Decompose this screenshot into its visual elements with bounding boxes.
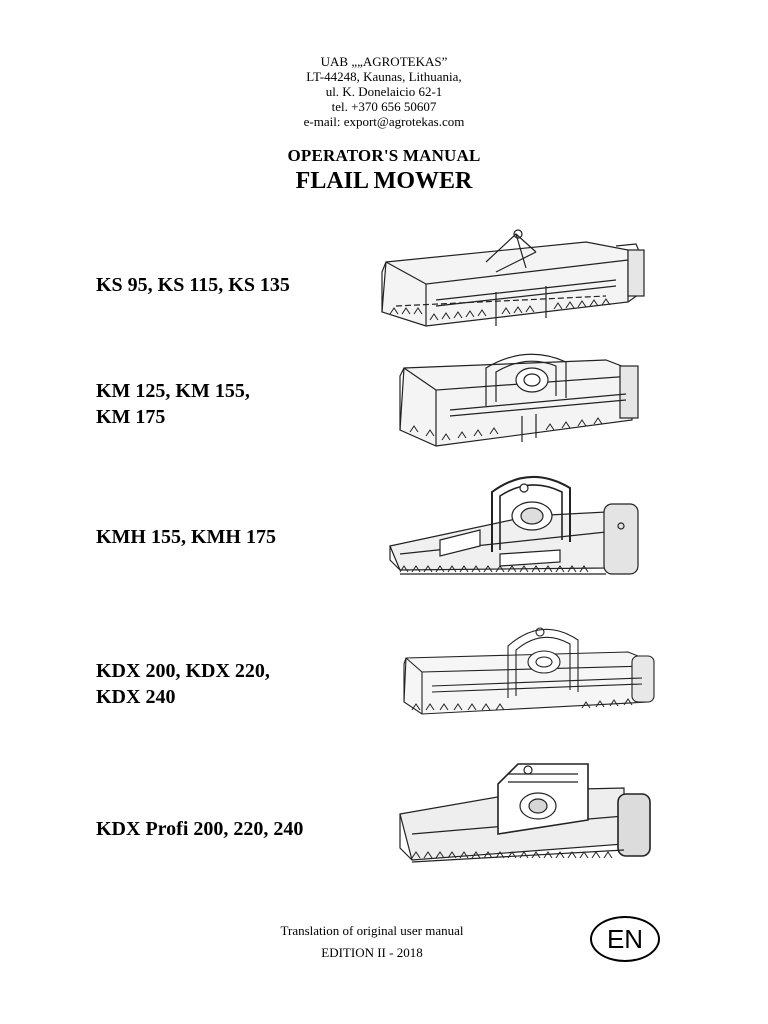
model-kdx-label: KDX 200, KDX 220, KDX 240 [96,658,270,710]
company-street: ul. K. Donelaicio 62-1 [325,84,443,99]
model-line: KM 175 [96,406,166,428]
document-title: FLAIL MOWER [295,168,473,194]
company-email: e-mail: export@agrotekas.com [303,114,465,129]
translation-note: Translation of original user manual [280,923,464,938]
model-line: KDX 200, KDX 220, [96,660,270,682]
company-phone: tel. +370 656 50607 [331,99,437,114]
model-kmh-label: KMH 155, KMH 175 [96,524,276,550]
company-postal: LT-44248, Kaunas, Lithuania, [306,69,462,84]
company-name: UAB „„AGROTEKAS” [320,54,448,69]
company-header: UAB „„AGROTEKAS” LT-44248, Kaunas, Lithu… [0,54,768,129]
model-km-label: KM 125, KM 155, KM 175 [96,378,250,430]
flail-mower-km-illustration [399,353,639,447]
flail-mower-kdx-illustration [403,627,655,715]
flail-mower-kdx-profi-illustration [399,763,651,863]
flail-mower-kmh-illustration [389,476,639,575]
language-code: EN [606,923,644,954]
model-line: KDX Profi 200, 220, 240 [96,818,304,840]
model-line: KDX 240 [96,686,176,708]
model-line: KMH 155, KMH 175 [96,526,276,548]
model-line: KM 125, KM 155, [96,380,250,402]
document-type: OPERATOR'S MANUAL [287,146,481,165]
model-kdx-profi-label: KDX Profi 200, 220, 240 [96,816,303,842]
flail-mower-ks-illustration [381,229,645,327]
language-badge: EN [590,916,660,962]
edition-label: EDITION II - 2018 [321,945,423,960]
model-ks-label: KS 95, KS 115, KS 135 [96,272,290,298]
model-line: KS 95, KS 115, KS 135 [96,274,290,296]
